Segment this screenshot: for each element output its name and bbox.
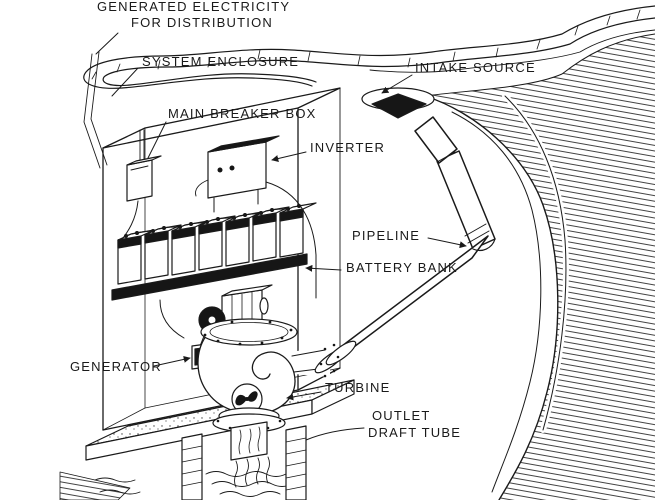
label-outlet-line2: DRAFT TUBE <box>368 425 461 440</box>
pipeline-drawing <box>325 116 496 369</box>
leader-generator <box>153 355 191 367</box>
inverter-drawing <box>195 135 280 213</box>
support-pillars-drawing <box>181 425 307 500</box>
label-outlet-line1: OUTLET <box>372 408 430 423</box>
label-pipeline: PIPELINE <box>352 228 420 243</box>
turbine-drawing <box>197 318 357 433</box>
power-lines-drawing <box>83 51 108 169</box>
label-intake-source: INTAKE SOURCE <box>415 60 536 75</box>
hillside-drawing <box>424 33 655 500</box>
label-generated-electricity-line2: FOR DISTRIBUTION <box>131 15 273 30</box>
label-battery-bank: BATTERY BANK <box>346 260 458 275</box>
leader-main-breaker-box <box>147 121 167 159</box>
wiring-drawing <box>119 181 317 339</box>
label-generator: GENERATOR <box>70 359 162 374</box>
concrete-pad-drawing <box>59 379 355 500</box>
leader-battery-bank <box>305 264 342 272</box>
label-turbine: TURBINE <box>325 380 390 395</box>
leader-system-enclosure <box>111 67 139 97</box>
label-inverter: INVERTER <box>310 140 385 155</box>
leader-inverter <box>271 151 307 162</box>
label-main-breaker-box: MAIN BREAKER BOX <box>168 106 317 121</box>
breaker-box-drawing <box>126 129 162 202</box>
intake-weir-drawing <box>361 87 461 173</box>
leader-outlet-draft-tube <box>305 427 365 441</box>
ink-layer: GENERATED ELECTRICITY FOR DISTRIBUTION S… <box>59 0 655 500</box>
leader-pipeline <box>427 237 467 249</box>
leader-turbine <box>286 391 322 401</box>
label-system-enclosure: SYSTEM ENCLOSURE <box>142 54 299 69</box>
leader-intake-source <box>381 74 413 94</box>
draft-tube-drawing <box>230 421 270 488</box>
leader-lines <box>95 32 467 441</box>
leader-generated-electricity <box>95 32 119 55</box>
stream-drawing <box>83 5 655 89</box>
battery-bank-drawing <box>111 202 317 301</box>
label-generated-electricity-line1: GENERATED ELECTRICITY <box>97 0 290 14</box>
